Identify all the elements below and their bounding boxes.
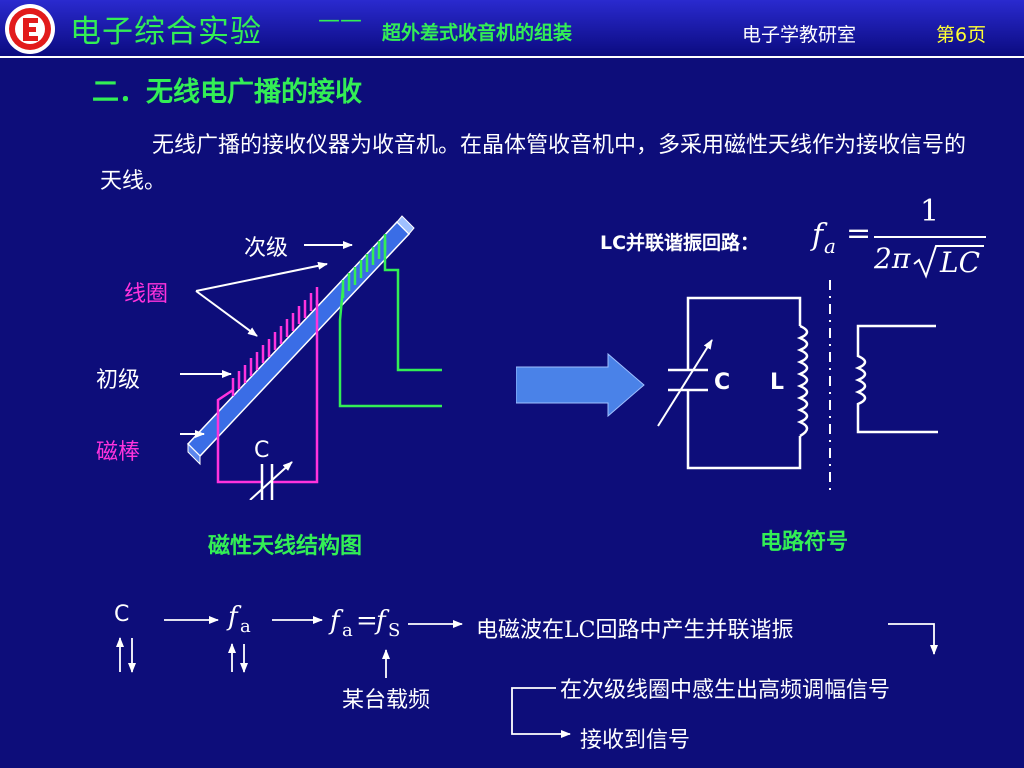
- rod-front-face: [186, 220, 411, 458]
- flow-connectors: [116, 616, 938, 738]
- flow-eq-sign: =: [356, 606, 378, 636]
- rod-end-face: [187, 442, 201, 466]
- flow-capacitor-c: C: [114, 602, 130, 627]
- coil-label: 线圈: [124, 282, 169, 307]
- page-number: 第6页: [936, 24, 987, 46]
- fraction-bar: [874, 236, 986, 238]
- course-title: 电子综合实验: [70, 14, 262, 50]
- secondary-coil: [338, 234, 442, 408]
- flow-fa-sub: a: [240, 616, 251, 637]
- university-logo-icon: [5, 4, 55, 54]
- square-root-icon: [913, 245, 984, 279]
- lc-circuit-label: LC并联谐振回路：: [600, 232, 760, 254]
- intro-paragraph: 无线广播的接收仪器为收音机。在晶体管收音机中，多采用磁性天线作为接收信号的天线。: [100, 133, 967, 194]
- circuit-symbol-caption: 电路符号: [760, 530, 849, 555]
- header-bar: [0, 0, 1024, 56]
- title-dash: ——: [318, 8, 362, 33]
- formula-equals: =: [846, 216, 872, 251]
- inductor-l-icon: [796, 324, 809, 438]
- primary-coil: [216, 287, 319, 484]
- department-label: 电子学教研室: [742, 24, 857, 46]
- flow-eq-fs-sub: S: [388, 620, 401, 641]
- secondary-winding-icon: [854, 324, 938, 434]
- flow-eq-fs-f: f: [376, 606, 386, 636]
- circuit-c-label: C: [714, 370, 731, 395]
- flow-eq-fa-f: f: [330, 606, 340, 636]
- flow-resonant-frequency: f a: [228, 602, 268, 642]
- circuit-l-label: L: [770, 370, 785, 395]
- course-subtitle: 超外差式收音机的组装: [382, 22, 573, 44]
- carrier-frequency-text: 某台载频: [342, 688, 431, 713]
- resonance-formula: f a = 1 2π LC: [812, 194, 992, 286]
- right-arrow-icon: [516, 352, 645, 418]
- lc-circuit-symbol: [657, 280, 938, 492]
- formula-subscript: a: [824, 234, 836, 258]
- header-divider: [0, 56, 1024, 58]
- magnetic-antenna-diagram: [180, 215, 442, 500]
- flow-eq-fa-sub: a: [342, 620, 353, 641]
- formula-radicand: LC: [940, 246, 981, 279]
- rod-top-face: [396, 215, 415, 235]
- induced-signal-text: 在次级线圈中感生出高频调幅信号: [560, 678, 891, 703]
- magnetic-rod-label: 磁棒: [96, 440, 141, 465]
- antenna-diagram-caption: 磁性天线结构图: [208, 534, 363, 559]
- flow-frequency-equality: f a = f S: [330, 606, 410, 646]
- flow-fa-f: f: [228, 602, 238, 632]
- antenna-capacitor-label: C: [254, 438, 270, 463]
- resonance-text: 电磁波在LC回路中产生并联谐振: [476, 618, 794, 643]
- received-signal-text: 接收到信号: [580, 728, 691, 753]
- formula-denominator-prefix: 2π: [874, 242, 911, 275]
- section-title: 二．无线电广播的接收: [92, 77, 362, 108]
- formula-numerator: 1: [920, 194, 940, 229]
- formula-f: f: [812, 218, 824, 253]
- tuning-capacitor-icon: [249, 461, 293, 500]
- primary-coil-label: 初级: [96, 368, 141, 393]
- secondary-coil-label: 次级: [244, 236, 289, 261]
